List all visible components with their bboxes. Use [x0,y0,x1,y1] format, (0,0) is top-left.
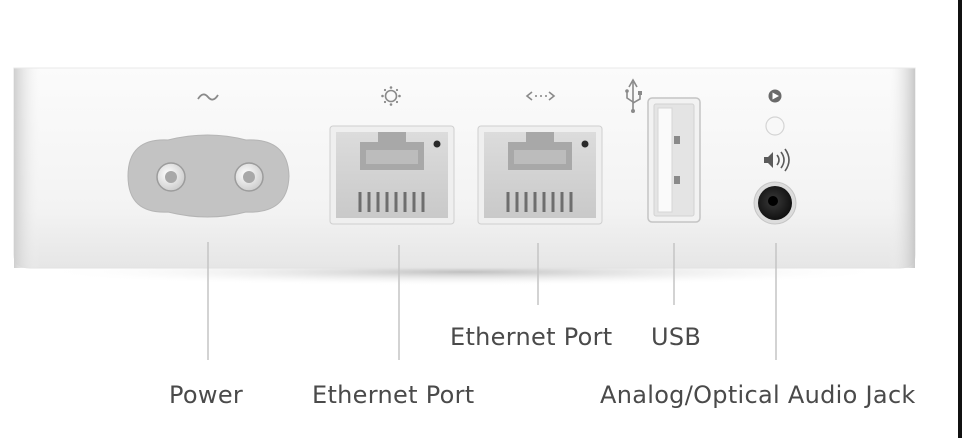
usb-trident-icon [625,78,642,113]
power-port [127,134,290,218]
ethernet-1-indicator [433,140,441,148]
leader-lines [207,242,777,360]
label-ethernet-port-2: Ethernet Port [450,323,613,351]
ethernet-lan-icon [525,91,556,101]
label-power: Power [169,381,244,409]
ethernet-2-indicator [581,140,589,148]
audio-jack [753,181,797,225]
status-light [765,116,785,136]
ethernet-port-1 [329,125,455,225]
label-usb: USB [651,323,702,351]
image-right-border [958,0,962,438]
label-ethernet-port-1: Ethernet Port [312,381,475,409]
ethernet-wan-icon [381,86,401,106]
ac-tilde-icon [197,93,219,101]
ethernet-port-2 [477,125,603,225]
usb-port [647,97,701,223]
speaker-icon [764,148,790,172]
label-audio-jack: Analog/Optical Audio Jack [600,381,916,409]
status-light-icon [768,89,782,103]
